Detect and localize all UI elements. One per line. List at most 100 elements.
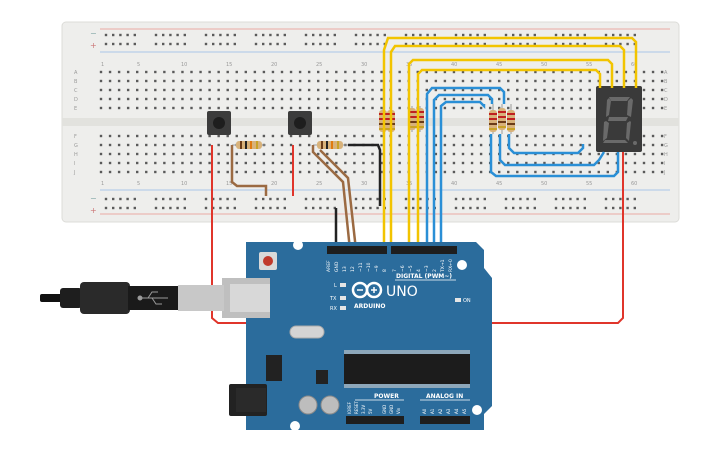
breadboard-hole (579, 106, 582, 110)
breadboard-hole (169, 33, 172, 37)
breadboard-hole (512, 206, 515, 210)
breadboard-hole (217, 88, 220, 92)
breadboard-hole (380, 70, 383, 74)
digital-header-right[interactable] (391, 246, 457, 254)
wire-black (348, 143, 382, 206)
breadboard-hole (235, 152, 238, 156)
row-letter: J (663, 170, 665, 176)
breadboard-hole (525, 170, 528, 174)
led-on-label: ON (463, 298, 471, 304)
breadboard-hole (479, 143, 483, 147)
breadboard-hole (534, 97, 537, 101)
breadboard-hole (253, 70, 257, 74)
breadboard-hole (412, 197, 415, 201)
breadboard-hole (660, 161, 664, 165)
pin-label: 7 (392, 269, 398, 272)
breadboard-hole (154, 97, 157, 101)
breadboard-hole (176, 42, 179, 46)
breadboard-hole (163, 152, 166, 156)
breadboard-hole (199, 106, 202, 110)
rail-minus-bottom: − (90, 194, 97, 203)
breadboard-hole (470, 106, 474, 110)
wires-blue (425, 86, 620, 250)
breadboard-hole (554, 197, 558, 201)
digital-header-left[interactable] (327, 246, 387, 254)
breadboard-hole (483, 206, 486, 210)
breadboard-hole (344, 97, 347, 101)
push-button-2[interactable] (288, 111, 312, 135)
breadboard-hole (434, 106, 438, 110)
breadboard-hole (163, 97, 166, 101)
breadboard-hole (233, 42, 236, 46)
breadboard-hole (371, 170, 374, 174)
breadboard-hole (307, 161, 311, 165)
breadboard-hole (319, 206, 322, 210)
breadboard-hole (117, 161, 121, 165)
breadboard-hole (576, 206, 579, 210)
breadboard-hole (235, 161, 238, 165)
breadboard-hole (262, 70, 266, 74)
seven-segment-display[interactable] (596, 86, 642, 152)
breadboard-hole (298, 70, 302, 74)
breadboard-hole (362, 79, 365, 83)
breadboard-hole (498, 97, 501, 101)
breadboard-hole (533, 197, 536, 201)
breadboard-hole (353, 88, 356, 92)
breadboard-hole (579, 170, 582, 174)
breadboard-hole (561, 79, 564, 83)
usb-connector (222, 278, 270, 318)
breadboard-hole (606, 152, 609, 156)
breadboard-hole (244, 152, 247, 156)
breadboard-hole (434, 79, 438, 83)
breadboard-hole (217, 170, 220, 174)
breadboard-hole (570, 134, 573, 138)
breadboard-hole (516, 70, 519, 74)
breadboard-hole (344, 134, 347, 138)
breadboard-hole (362, 170, 365, 174)
breadboard-hole (651, 79, 655, 83)
breadboard-hole (552, 106, 555, 110)
analog-pin-labels: A0 A1 A2 A3 A4 A5 (422, 408, 467, 414)
reset-button[interactable] (259, 252, 277, 270)
push-button-1[interactable] (207, 111, 231, 135)
breadboard-hole (398, 70, 401, 74)
analog-header[interactable] (420, 416, 470, 424)
breadboard-hole (163, 161, 166, 165)
breadboard-hole (479, 79, 483, 83)
breadboard-hole (483, 33, 486, 37)
breadboard-hole (276, 42, 279, 46)
arduino-board[interactable]: AREF GND 13 12 ~11 ~10 ~9 8 7 ~6 ~5 4 ~3… (222, 240, 492, 431)
breadboard-hole (612, 197, 615, 201)
breadboard-hole (588, 161, 591, 165)
breadboard-hole (172, 170, 175, 174)
top-pin-labels: AREF GND 13 12 ~11 ~10 ~9 8 7 ~6 ~5 4 ~3… (326, 259, 454, 273)
breadboard-hole (244, 170, 247, 174)
breadboard-hole (383, 33, 386, 37)
breadboard-hole (208, 152, 211, 156)
wire-brown (230, 145, 268, 196)
breadboard-hole (162, 42, 165, 46)
breadboard-hole (488, 106, 492, 110)
breadboard-hole (461, 152, 465, 156)
power-header[interactable] (346, 416, 404, 424)
breadboard-hole (461, 70, 465, 74)
breadboard-hole (380, 143, 383, 147)
breadboard-hole (226, 152, 229, 156)
breadboard-hole (126, 197, 129, 201)
breadboard-hole (362, 197, 365, 201)
col-number: 30 (361, 181, 367, 187)
breadboard-hole (183, 33, 186, 37)
breadboard-hole (588, 143, 591, 147)
power-label: POWER (374, 393, 399, 400)
rail-plus-top: + (90, 41, 97, 50)
breadboard-hole (126, 33, 129, 37)
breadboard-hole (534, 70, 537, 74)
breadboard-hole (289, 97, 293, 101)
breadboard-hole (507, 79, 510, 83)
breadboard-hole (136, 161, 139, 165)
breadboard-hole (526, 33, 529, 37)
breadboard-hole (344, 170, 347, 174)
pin-label: 4 (416, 269, 422, 272)
breadboard-hole (199, 161, 202, 165)
breadboard-hole (570, 161, 573, 165)
